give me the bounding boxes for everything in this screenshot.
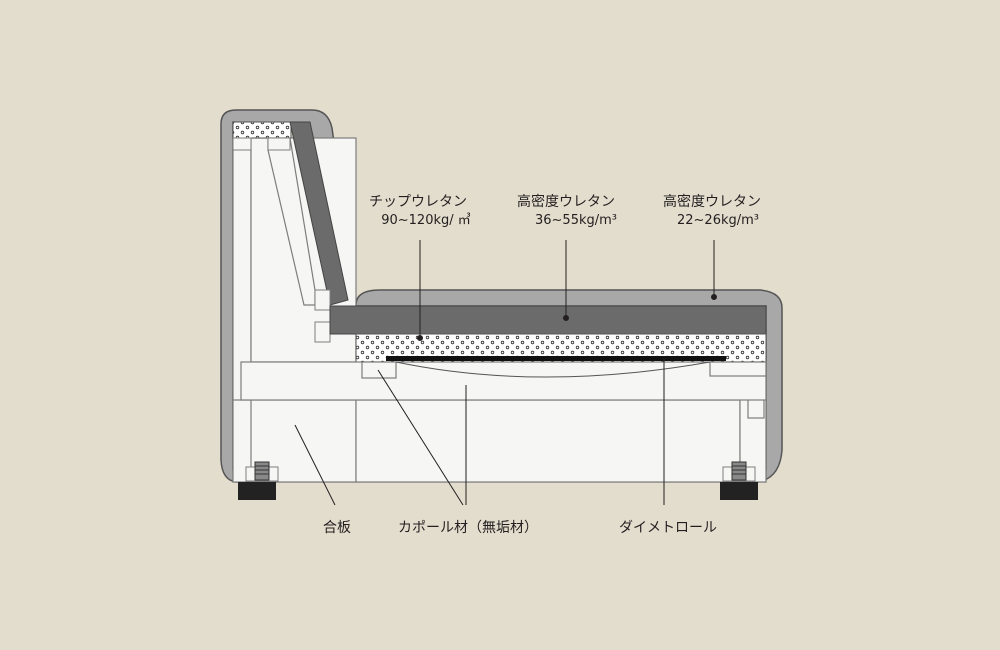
chip-urethane-density: 90~120kg/ ㎥ <box>381 213 471 228</box>
marker-chip-urethane <box>417 335 423 341</box>
foot-right <box>720 461 758 500</box>
hd-urethane-mid-density: 36~55kg/m³ <box>535 213 617 228</box>
dymetrol-label: ダイメトロール <box>619 520 717 536</box>
chip-urethane-label: チップウレタン <box>369 194 467 210</box>
marker-hd-urethane-mid <box>563 315 569 321</box>
leader-lines <box>294 240 717 506</box>
foot-left <box>238 461 279 500</box>
labels: チップウレタン 90~120kg/ ㎥ 高密度ウレタン 36~55kg/m³ 高… <box>323 193 761 536</box>
capor-wood-label: カポール材（無垢材） <box>398 520 538 536</box>
hd-urethane-mid-label: 高密度ウレタン <box>517 193 615 210</box>
capor-wood-beam <box>240 361 767 401</box>
backrest <box>232 121 349 343</box>
marker-hd-urethane-top <box>711 294 717 300</box>
hd-urethane-top-label: 高密度ウレタン <box>663 193 761 210</box>
plywood-label: 合板 <box>323 520 351 536</box>
hd-urethane-top-density: 22~26kg/m³ <box>677 213 759 228</box>
feet <box>238 461 758 500</box>
seat-layers <box>329 305 767 363</box>
